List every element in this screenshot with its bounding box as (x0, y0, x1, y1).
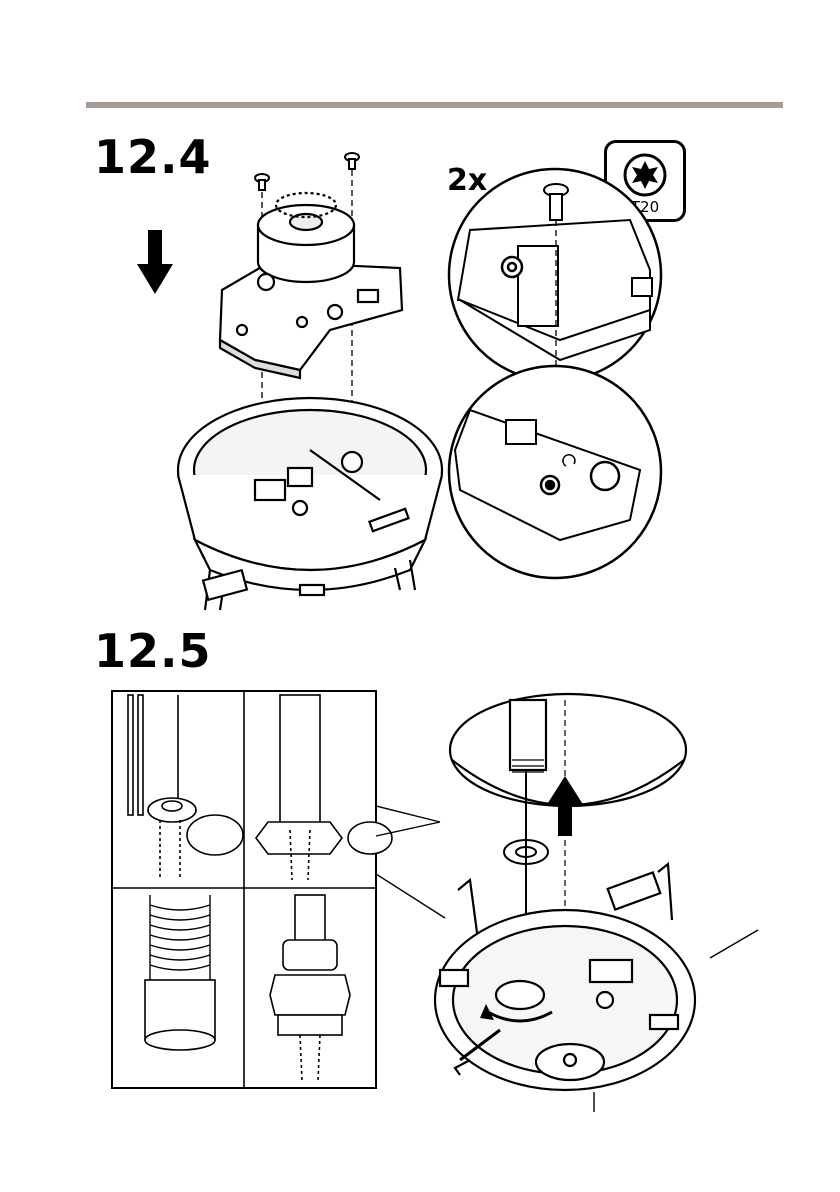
screw-icon (255, 153, 359, 190)
camera-unit (220, 193, 402, 378)
housing-bottom-view (435, 864, 695, 1090)
cable-gland-inset (112, 691, 392, 1088)
down-arrow-icon (137, 230, 173, 294)
mounting-housing (178, 398, 442, 610)
detail-circle-bottom (449, 366, 661, 578)
